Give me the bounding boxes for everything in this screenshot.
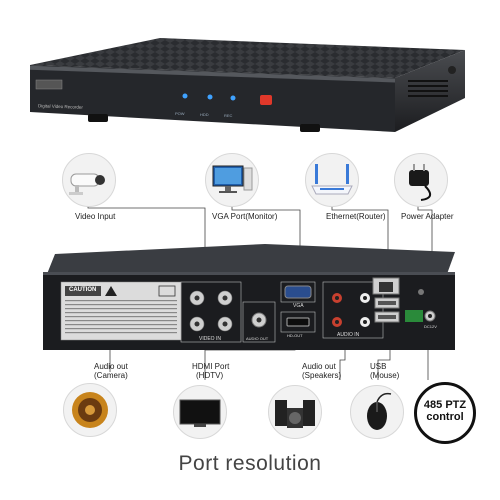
monitor-circle <box>205 153 259 207</box>
label-video-input: Video Input <box>75 212 116 221</box>
hdtv-circle <box>173 385 227 439</box>
tv-icon <box>179 399 221 427</box>
label-usb-1: USB <box>370 362 387 371</box>
label-power-adapter: Power Adapter <box>401 212 454 221</box>
led-label-hdd: HDD <box>200 112 209 117</box>
hdout-label: HD-OUT <box>287 333 303 338</box>
ptz-control-circle: 485 PTZ control <box>414 382 476 444</box>
ptz-line-2: control <box>426 411 464 423</box>
caution-title: CAUTION <box>69 287 97 293</box>
led-label-rec: REC <box>224 113 233 118</box>
label-audio-out-speakers-2: (Speakers) <box>302 371 342 380</box>
mouse-circle <box>350 385 404 439</box>
camera-circle <box>62 153 116 207</box>
ptz-line-1: 485 PTZ <box>423 399 467 411</box>
label-ethernet: Ethernet(Router) <box>326 212 386 221</box>
speaker-circle <box>63 383 117 437</box>
video-in-label: VIDEO IN <box>199 336 221 342</box>
label-vga-port: VGA Port(Monitor) <box>212 212 278 221</box>
monitor-icon <box>212 165 253 193</box>
power-adapter-circle <box>394 153 448 207</box>
label-audio-out-camera-2: (Camera) <box>94 371 128 380</box>
vga-label: VGA <box>293 303 304 309</box>
label-audio-out-speakers-1: Audio out <box>302 362 336 371</box>
dvr-front-illustration <box>30 38 465 132</box>
power-adapter-icon <box>409 164 432 201</box>
router-icon <box>311 164 353 195</box>
router-circle <box>305 153 359 207</box>
dvr-rear-panel: CAUTION VIDEO IN AUDIO OUT VGA HD-OUT AU… <box>35 232 465 352</box>
label-hdmi-port-1: HDMI Port <box>192 362 230 371</box>
audio-in-label: AUDIO IN <box>337 332 360 338</box>
page-title: Port resolution <box>178 452 322 475</box>
speakers-icon <box>275 400 315 428</box>
label-audio-out-camera-1: Audio out <box>94 362 128 371</box>
dvr-front-view: Digital Video Recorder POW HDD REC <box>10 10 490 150</box>
camera-icon <box>69 173 105 195</box>
dc-label: DC12V <box>424 324 437 329</box>
audio-out-label: AUDIO OUT <box>246 336 269 341</box>
speaker-icon <box>72 392 108 428</box>
label-hdmi-port-2: (HDTV) <box>196 371 224 380</box>
label-usb-2: (Mouse) <box>370 371 400 380</box>
speakers-circle <box>268 385 322 439</box>
rear-panel-illustration <box>43 244 455 350</box>
led-label-pow: POW <box>175 111 185 116</box>
mouse-icon <box>367 392 392 430</box>
